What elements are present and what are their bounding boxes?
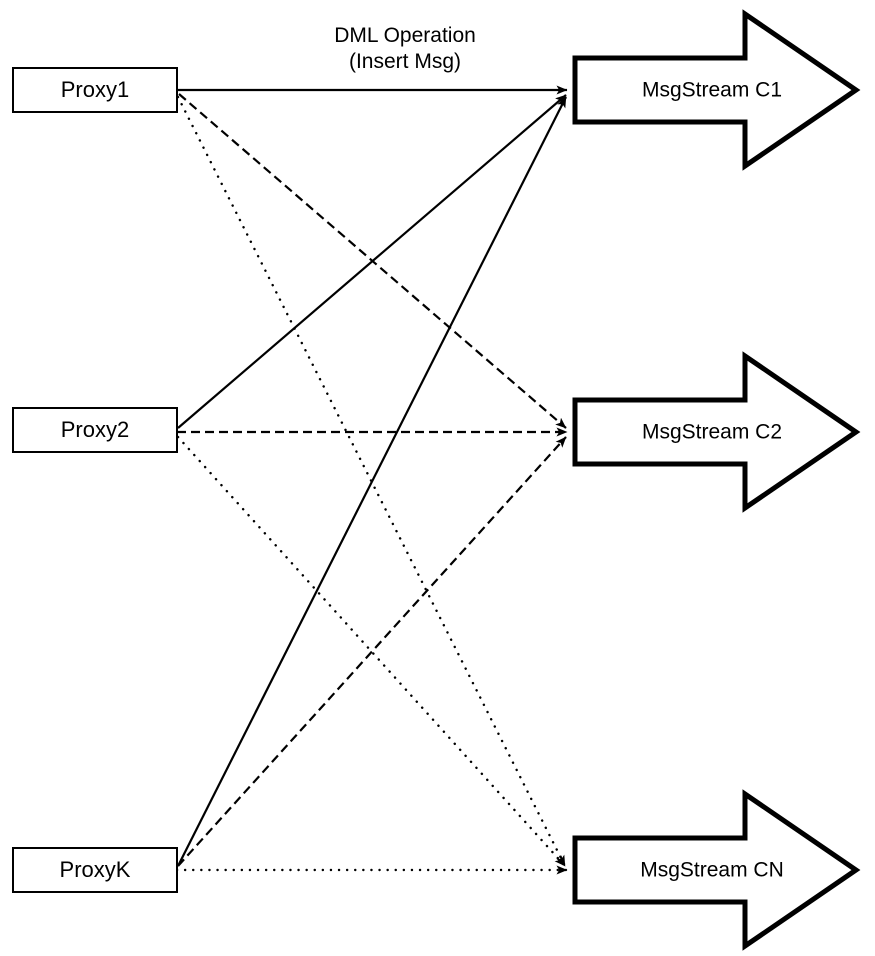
link-group-proxy2 [176, 94, 568, 868]
link-proxyk-to-c1[interactable] [177, 96, 567, 867]
link-proxy2-to-cn[interactable] [176, 435, 567, 868]
proxyk-box[interactable] [12, 847, 178, 893]
link-group-proxyk [175, 96, 569, 875]
edge-label-dml-operation: DML Operation (Insert Msg) [334, 24, 476, 73]
proxy2-box[interactable] [12, 407, 178, 453]
msgstream-c1-label: MsgStream C1 [642, 79, 782, 102]
msgstream-c1-arrow-shape[interactable] [572, 9, 861, 171]
msgstream-c2-arrow-shape[interactable] [572, 351, 861, 513]
proxy1-label: Proxy1 [61, 77, 129, 102]
node-proxyk[interactable]: ProxyK [12, 847, 178, 893]
link-proxyk-to-c2[interactable] [177, 436, 567, 867]
node-msgstream-cn[interactable]: MsgStream CN [572, 789, 861, 951]
node-proxy1[interactable]: Proxy1 [12, 67, 178, 113]
proxy1-box[interactable] [12, 67, 178, 113]
node-msgstream-c2[interactable]: MsgStream C2 [572, 351, 861, 513]
edge-label-line2: (Insert Msg) [349, 50, 461, 73]
msgstream-cn-label: MsgStream CN [640, 859, 784, 882]
edge-label-line1: DML Operation [334, 24, 476, 47]
proxy2-label: Proxy2 [61, 417, 129, 442]
link-proxy2-to-c1[interactable] [177, 94, 567, 429]
msgstream-cn-arrow-shape[interactable] [572, 789, 861, 951]
node-msgstream-c1[interactable]: MsgStream C1 [572, 9, 861, 171]
msgstream-c2-label: MsgStream C2 [642, 421, 782, 444]
node-proxy2[interactable]: Proxy2 [12, 407, 178, 453]
proxyk-label: ProxyK [60, 857, 131, 882]
